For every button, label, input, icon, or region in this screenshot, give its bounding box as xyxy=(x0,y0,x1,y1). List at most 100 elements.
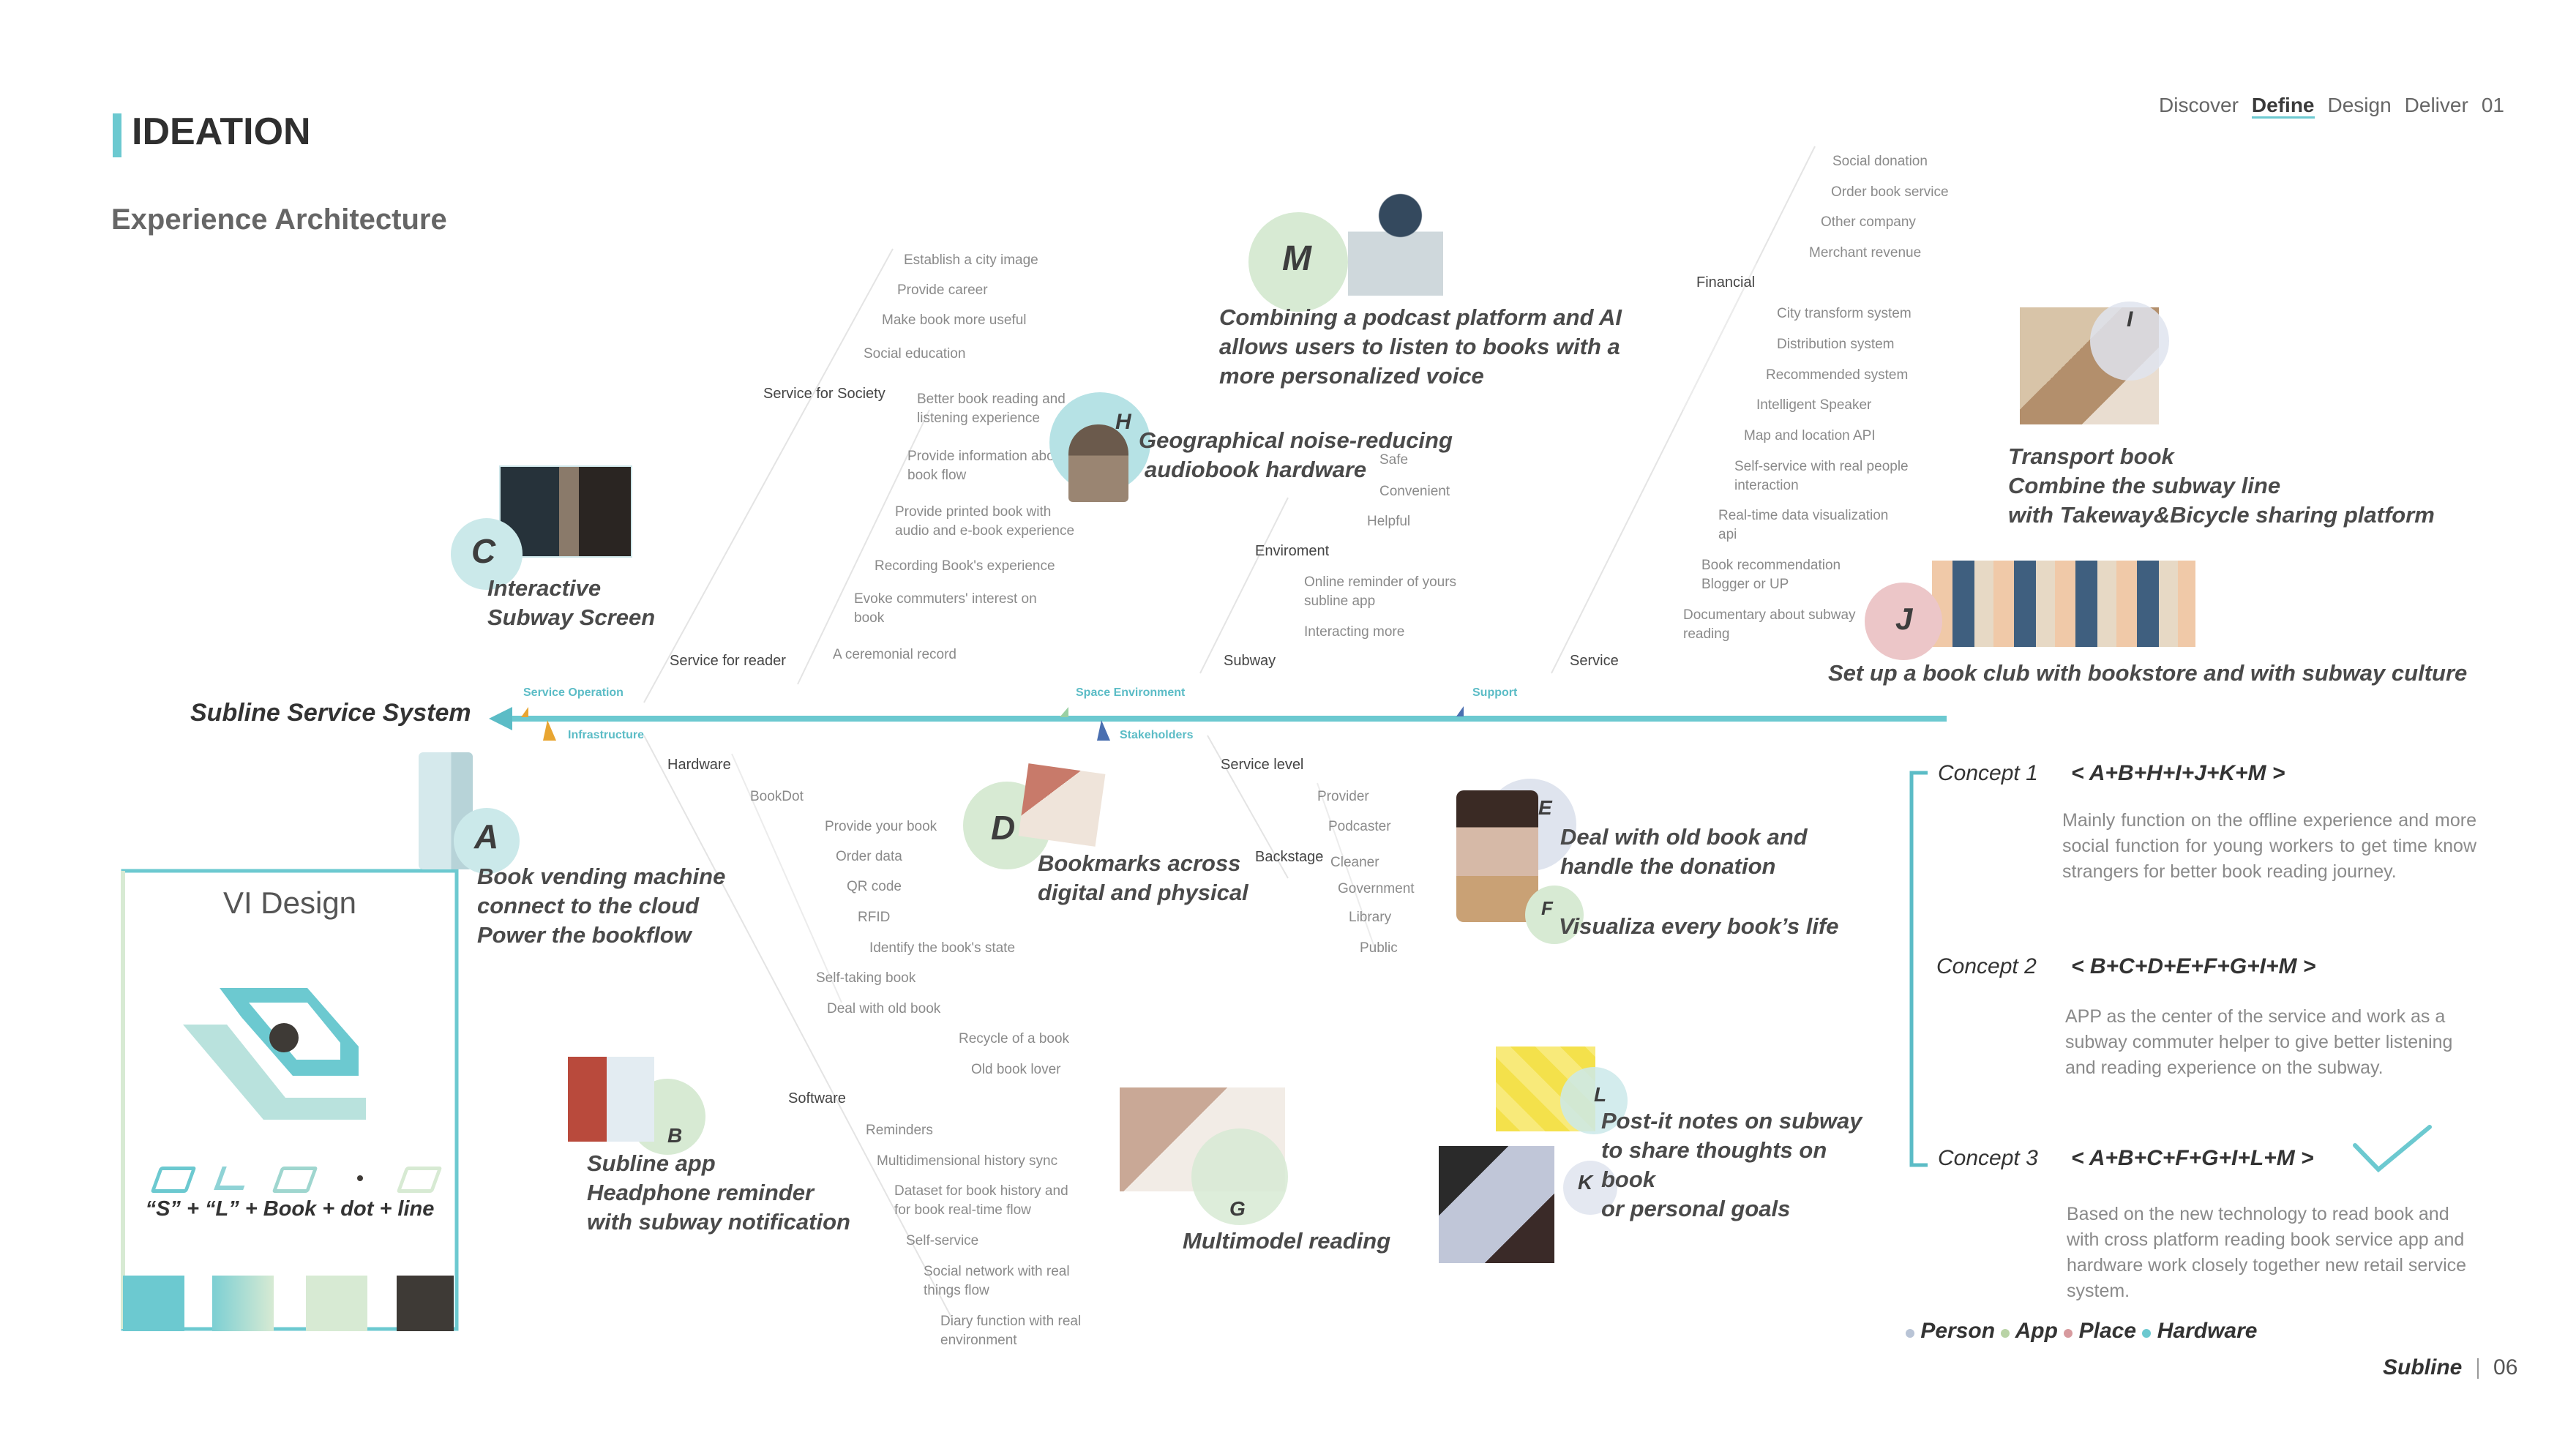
branch-item: Other company xyxy=(1821,214,1916,230)
page-subtitle: Experience Architecture xyxy=(111,203,447,236)
branch-item: environment xyxy=(940,1333,1017,1348)
s-shape-icon xyxy=(150,1167,197,1193)
section-space-environment: Space Environment xyxy=(1076,686,1186,699)
branch-item: Multidimensional history sync xyxy=(877,1153,1058,1169)
idea-i-letter: I xyxy=(2127,307,2133,332)
vi-design-title: VI Design xyxy=(222,886,357,920)
idea-f-caption: Visualiza every book’s life xyxy=(1559,913,1839,939)
idea-e-letter: E xyxy=(1538,796,1552,819)
branch-item: Make book more useful xyxy=(882,312,1027,328)
branch-item: Library xyxy=(1349,910,1392,925)
page-index: 01 xyxy=(2481,94,2504,116)
branch-item: Diary function with real xyxy=(940,1314,1082,1329)
subline-logo-icon xyxy=(183,988,366,1120)
idea-j-caption: Set up a book club with bookstore and wi… xyxy=(1828,660,2468,686)
l-shape-icon xyxy=(214,1167,252,1190)
branch-environment: Enviroment xyxy=(1255,543,1330,559)
branch-item: Social donation xyxy=(1832,154,1928,169)
branch-service: Service xyxy=(1570,653,1619,669)
branch-item: A ceremonial record xyxy=(833,647,956,662)
branch-item: Identify the book's state xyxy=(869,940,1016,956)
branch-item: Online reminder of yours xyxy=(1304,574,1457,590)
color-swatch xyxy=(306,1276,367,1331)
idea-a-marker xyxy=(454,808,520,874)
idea-j-letter: J xyxy=(1895,602,1913,636)
footer-page: 06 xyxy=(2493,1355,2518,1379)
headphone-person-photo xyxy=(1068,424,1128,502)
branch-item: listening experience xyxy=(917,411,1040,426)
nav-deliver[interactable]: Deliver xyxy=(2404,94,2468,116)
branch-item: Order book service xyxy=(1831,184,1949,200)
footer-separator xyxy=(2476,1358,2479,1379)
branch-item: Order data xyxy=(836,849,902,864)
branch-item: City transform system xyxy=(1777,306,1912,321)
legend-app: App xyxy=(2015,1319,2058,1343)
branch-item: Provide information about xyxy=(907,449,1066,464)
branch-item: Deal with old book xyxy=(827,1001,941,1016)
concept-2-desc: APP as the center of the service and wor… xyxy=(2065,1006,2453,1078)
bookmark-photo xyxy=(1018,763,1106,847)
branch-item: Provide printed book with xyxy=(895,504,1052,520)
branch-item: subline app xyxy=(1304,594,1376,609)
branch-item: Blogger or UP xyxy=(1701,577,1789,592)
idea-c-letter: C xyxy=(471,532,496,570)
idea-g-marker xyxy=(1191,1128,1288,1225)
nav-discover[interactable]: Discover xyxy=(2159,94,2239,116)
concept-2-title: Concept 2 xyxy=(1936,954,2037,978)
podcast-person-photo xyxy=(1348,189,1443,296)
nav-design[interactable]: Design xyxy=(2327,94,2392,116)
branch-item: Merchant revenue xyxy=(1809,245,1922,261)
concept-2-code: < B+C+D+E+F+G+I+M > xyxy=(2071,954,2316,978)
concept-3-desc: Based on the new technology to read book… xyxy=(2067,1204,2467,1301)
branch-service-level: Service level xyxy=(1221,757,1304,773)
branch-item: Social education xyxy=(864,346,966,362)
idea-m-letter: M xyxy=(1282,239,1311,278)
branch-item: Interacting more xyxy=(1304,624,1405,640)
branch-backstage: Backstage xyxy=(1255,849,1324,865)
branch-item: Documentary about subway xyxy=(1683,607,1856,623)
personal-goals-photo xyxy=(1439,1146,1554,1263)
branch-item: Reminders xyxy=(866,1123,933,1138)
section-service-operation: Service Operation xyxy=(523,686,624,699)
branch-item: Better book reading and xyxy=(917,392,1066,407)
branch-subway: Subway xyxy=(1224,653,1276,669)
concept-1-title: Concept 1 xyxy=(1938,761,2038,785)
subline-app-photo xyxy=(568,1057,654,1142)
idea-h-letter: H xyxy=(1115,410,1131,434)
legend: Person App Place Hardware xyxy=(1906,1319,2257,1344)
branch-item: Self-service xyxy=(906,1233,979,1248)
branch-item: Real-time data visualization xyxy=(1718,508,1889,523)
branch-item: reading xyxy=(1683,626,1730,642)
logo-components-row xyxy=(150,1162,448,1193)
idea-g-letter: G xyxy=(1229,1197,1246,1220)
idea-g-caption: Multimodel reading xyxy=(1183,1228,1391,1254)
color-swatch xyxy=(123,1276,184,1331)
legend-person: Person xyxy=(1920,1319,1996,1343)
idea-l-marker xyxy=(1560,1067,1628,1134)
spine-label: Subline Service System xyxy=(190,699,471,727)
branch-item: BookDot xyxy=(750,789,804,804)
logo-formula: “S” + “L” + Book + dot + line xyxy=(145,1197,435,1221)
idea-c-marker xyxy=(451,518,523,590)
branch-item: Provide career xyxy=(897,282,988,298)
branch-item: interaction xyxy=(1734,478,1799,493)
idea-l-letter: L xyxy=(1594,1083,1607,1106)
idea-i-marker xyxy=(2090,302,2169,381)
branch-item: things flow xyxy=(924,1283,989,1298)
branch-hardware: Hardware xyxy=(667,757,731,773)
idea-m-marker xyxy=(1248,212,1348,312)
branch-item: Government xyxy=(1338,881,1415,896)
section-stakeholders: Stakeholders xyxy=(1120,729,1194,741)
nav-define[interactable]: Define xyxy=(2251,94,2315,119)
legend-place: Place xyxy=(2078,1319,2137,1343)
idea-a-letter: A xyxy=(474,817,499,855)
concept-3-code: < A+B+C+F+G+I+L+M > xyxy=(2071,1146,2314,1170)
concept-3-title: Concept 3 xyxy=(1938,1146,2038,1170)
concept-1-desc: Mainly function on the offline experienc… xyxy=(2062,810,2476,882)
branch-item: for book real-time flow xyxy=(894,1202,1031,1218)
